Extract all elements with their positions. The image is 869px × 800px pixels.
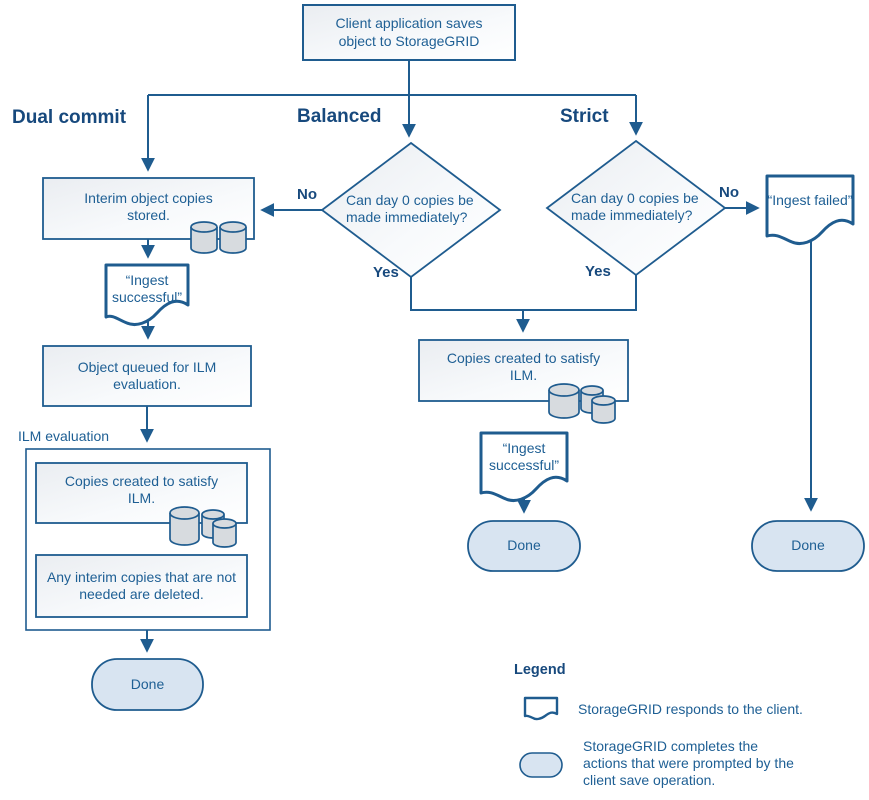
object-queued-box [42, 345, 252, 407]
done-strict-label: Done [791, 537, 825, 554]
copies-created-dual-box [35, 462, 248, 524]
copies-created-balanced-label: Copies created to satisfy ILM. [446, 349, 601, 383]
legend-title: Legend [514, 662, 566, 678]
ingest-successful-dual-label: “Ingest successful” [111, 271, 183, 305]
legend-item-stadium-text: StorageGRID completes the actions that w… [583, 738, 794, 788]
database-cylinders-interim-icon [190, 221, 247, 254]
strict-decision-diamond [545, 139, 727, 277]
edge-label-no-strict: No [719, 184, 739, 201]
edge-label-yes-balanced: Yes [373, 264, 399, 281]
balanced-decision-label: Can day 0 copies be made immediately? [346, 192, 474, 226]
strict-decision-label: Can day 0 copies be made immediately? [571, 190, 699, 224]
interim-copies-box [42, 177, 255, 240]
interim-copies-label: Interim object copies stored. [84, 189, 213, 223]
edge-label-yes-strict: Yes [585, 263, 611, 280]
copies-created-dual-label: Copies created to satisfy ILM. [64, 472, 219, 506]
legend-item-document-text: StorageGRID responds to the client. [578, 701, 803, 717]
branch-label-dual-commit: Dual commit [12, 107, 127, 128]
client-save-label: Client application saves object to Stora… [335, 15, 483, 49]
interim-deleted-box [35, 554, 248, 618]
ingest-successful-balanced-doc [479, 431, 569, 503]
database-cylinders-balanced-icon [548, 383, 616, 424]
legend-document-icon [523, 696, 559, 721]
ingest-successful-dual-doc [104, 263, 190, 327]
done-balanced-label: Done [507, 537, 541, 554]
branch-label-strict: Strict [560, 106, 609, 127]
ilm-evaluation-label: ILM evaluation [18, 428, 110, 444]
done-strict-oval [751, 520, 865, 572]
balanced-decision-diamond [320, 141, 502, 279]
done-dual-oval [91, 658, 204, 711]
done-balanced-oval [467, 520, 581, 572]
interim-deleted-label: Any interim copies that are not needed a… [46, 568, 237, 602]
done-dual-label: Done [130, 675, 165, 692]
legend-stadium-icon [519, 752, 563, 778]
ingest-failed-doc [765, 174, 855, 246]
client-save-box [302, 4, 516, 61]
edge-label-no-balanced: No [297, 186, 317, 203]
ingest-successful-balanced-label: “Ingest successful” [488, 439, 560, 473]
ingest-failed-label: “Ingest failed” [767, 192, 853, 209]
object-queued-label: Object queued for ILM evaluation. [77, 358, 217, 392]
database-cylinders-dual-ilm-icon [169, 506, 237, 548]
branch-label-balanced: Balanced [297, 106, 382, 127]
